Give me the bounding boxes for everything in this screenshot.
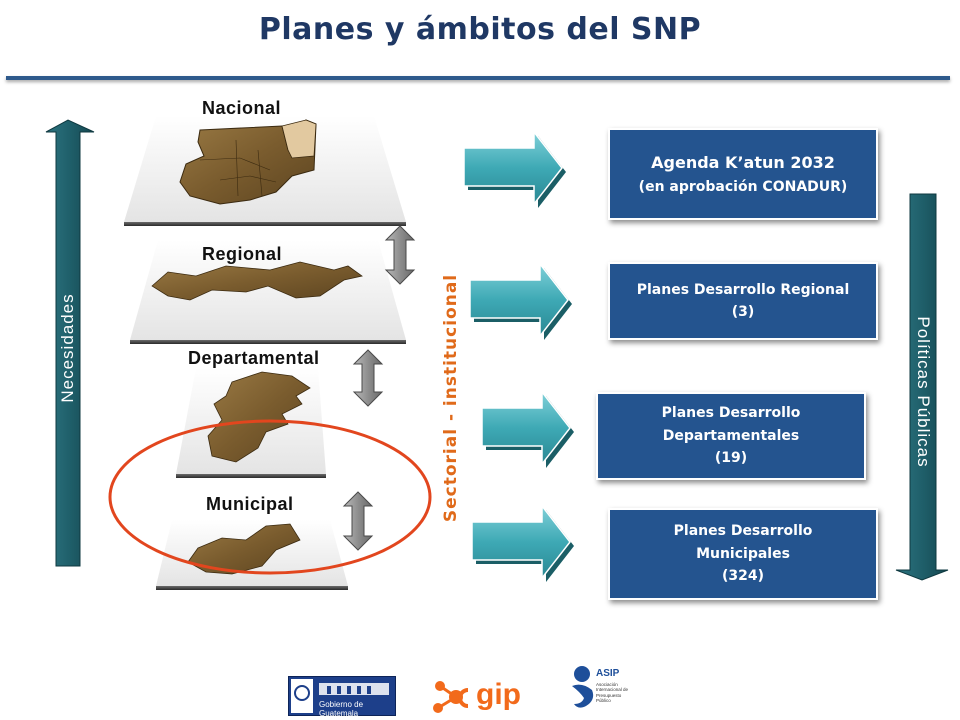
level-label-regional: Regional (202, 244, 283, 264)
plan-box-katun-title: Agenda K’atun 2032 (651, 153, 835, 172)
plan-box-katun: Agenda K’atun 2032 (en aprobación CONADU… (608, 128, 878, 220)
plane-municipal (156, 520, 348, 590)
teal-arrow-4 (471, 503, 574, 582)
plan-box-municipal-count: (324) (721, 568, 765, 585)
double-arrow-nacional-regional (384, 225, 416, 285)
plan-box-regional: Planes Desarrollo Regional (3) (608, 262, 878, 340)
level-label-municipal: Municipal (206, 494, 294, 514)
gobierno-emblem-icon (291, 679, 389, 713)
municipal-highlight-circle (108, 419, 432, 575)
politicas-publicas-label: Políticas Públicas (914, 316, 933, 468)
plane-regional (130, 240, 406, 344)
plane-nacional (124, 116, 406, 226)
page-title: Planes y ámbitos del SNP (258, 12, 702, 47)
asip-logo-text: ASIP (596, 668, 620, 679)
teal-arrow-2 (469, 261, 572, 340)
plan-box-municipal-line1: Planes Desarrollo (673, 523, 813, 540)
sectorial-institucional-label: Sectorial - institucional (441, 273, 461, 523)
teal-arrow-1 (463, 129, 566, 208)
plan-box-departamental: Planes Desarrollo Departamentales (19) (596, 392, 866, 480)
cgip-logo-text: gip (476, 678, 521, 711)
cgip-logo: gip (430, 678, 540, 716)
asip-logo: ASIP Asociación Internacional de Presupu… (568, 664, 638, 718)
plan-box-municipal: Planes Desarrollo Municipales (324) (608, 508, 878, 600)
gobierno-de-guatemala-logo: Gobierno de Guatemala (288, 676, 396, 718)
asip-logo-subtext: Asociación Internacional de Presupuesto … (596, 682, 629, 704)
necesidades-axis-arrow (45, 119, 95, 567)
gobierno-logo-text: Gobierno de Guatemala (319, 700, 364, 718)
necesidades-label: Necesidades (58, 293, 77, 403)
plan-box-departamental-count: (19) (714, 450, 748, 467)
double-arrow-regional-departamental (352, 349, 384, 407)
asip-emblem-icon (572, 666, 594, 708)
plan-box-katun-subtitle: (en aprobación CONADUR) (638, 178, 848, 195)
level-label-departamental: Departamental (188, 348, 320, 368)
teal-arrow-3 (481, 389, 574, 468)
level-label-nacional: Nacional (202, 98, 282, 118)
plan-box-departamental-line1: Planes Desarrollo (661, 405, 801, 422)
plan-box-regional-title: Planes Desarrollo Regional (636, 281, 850, 298)
plan-box-regional-count: (3) (731, 304, 755, 320)
double-arrow-departamental-municipal (342, 491, 374, 551)
title-divider (6, 76, 950, 80)
plan-box-municipal-line2: Municipales (696, 545, 790, 562)
plan-box-departamental-line2: Departamentales (662, 427, 800, 444)
politicas-axis-arrow (895, 193, 949, 581)
cgip-molecule-icon (433, 681, 469, 713)
